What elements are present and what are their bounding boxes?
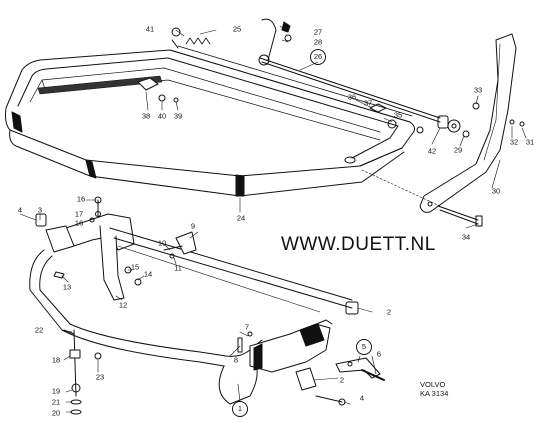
callout-38: 38 [141,111,151,121]
callout-18: 18 [51,355,61,365]
support-frame [29,196,385,415]
callout-19: 19 [51,386,61,396]
callout-12: 12 [118,300,128,310]
bumper-bar [5,45,416,197]
callout-1-circled: 1 [232,401,248,417]
callout-42: 42 [427,146,437,156]
callout-20: 20 [51,408,61,418]
long-bolt [361,169,483,227]
callout-27: 27 [313,27,323,37]
callout-13: 13 [62,282,72,292]
callout-11: 11 [174,263,182,273]
callout-32: 32 [509,137,519,147]
callout-41: 41 [145,24,155,34]
brand-block: VOLVO KA 3134 [420,380,448,398]
callout-14: 14 [143,269,153,279]
callout-16-lower: 16 [74,218,84,228]
callout-5-circled: 5 [356,339,372,355]
callout-28: 28 [313,37,323,47]
link-rod [258,18,441,123]
callout-22: 22 [34,325,44,335]
pivot-hardware [369,103,470,138]
callout-2-upper: 2 [386,307,392,317]
callout-34: 34 [461,232,471,242]
callout-30: 30 [491,186,501,196]
callout-17: 17 [74,209,84,219]
leader-lines [19,25,527,413]
drawing-number: KA 3134 [420,389,449,398]
callout-26-circled: 26 [310,49,326,65]
callout-4-right: 4 [359,393,365,403]
callout-16-upper: 16 [76,194,86,204]
side-panel [419,33,525,213]
callout-35: 35 [393,110,403,120]
callout-21: 21 [51,397,61,407]
callout-8: 8 [233,355,239,365]
callout-29: 29 [453,145,463,155]
callout-24: 24 [236,213,246,223]
callout-33: 33 [473,85,483,95]
callout-37: 37 [363,98,373,108]
callout-4-left: 4 [17,205,23,215]
callout-25: 25 [232,24,242,34]
callout-36: 36 [347,92,357,102]
watermark-url: WWW.DUETT.NL [281,234,436,255]
callout-31: 31 [525,137,535,147]
brand-name: VOLVO [420,380,446,389]
callout-6: 6 [376,349,382,359]
callout-10: 10 [157,238,167,248]
callout-9: 9 [190,221,196,231]
callout-15: 15 [130,262,140,272]
callout-39: 39 [173,111,183,121]
spring-and-bolt [171,27,211,49]
callout-40: 40 [157,111,167,121]
callout-3: 3 [37,205,43,215]
callout-23: 23 [95,372,105,382]
callout-2-lower: 2 [339,375,345,385]
callout-7: 7 [244,322,250,332]
